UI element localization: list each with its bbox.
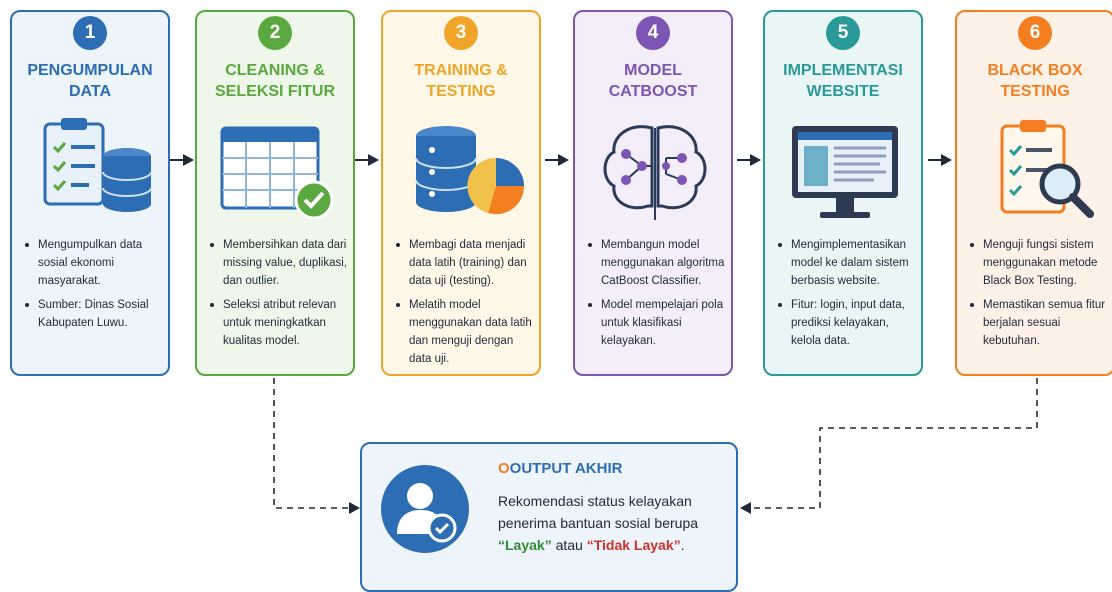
arrow-right-icon (355, 154, 379, 166)
step-card-training-testing: 3 TRAINING &TESTING Membagi data menjadi… (381, 10, 541, 376)
step-number-badge: 2 (258, 16, 292, 50)
step-number-badge: 1 (73, 16, 107, 50)
bullet-item: Membangun model menggunakan algoritma Ca… (587, 236, 725, 290)
arrow-right-icon (928, 154, 952, 166)
step-number-badge: 4 (636, 16, 670, 50)
bullet-item: Membagi data menjadi data latih (trainin… (395, 236, 533, 290)
connector-arrowhead-right (740, 502, 751, 514)
bullet-item: Mengimplementasikan model ke dalam siste… (777, 236, 915, 290)
bullet-item: Seleksi atribut relevan untuk meningkatk… (209, 296, 347, 350)
step-bullets: Membersihkan data dari missing value, du… (209, 236, 347, 356)
monitor-website-icon (792, 126, 898, 218)
step-bullets: Membagi data menjadi data latih (trainin… (395, 236, 533, 374)
output-description: Rekomendasi status kelayakan penerima ba… (498, 493, 699, 553)
connector-step6-to-output (750, 378, 1038, 509)
clipboard-magnifier-icon (1000, 120, 1094, 218)
bullet-item: Fitur: login, input data, prediksi kelay… (777, 296, 915, 350)
step-bullets: Membangun model menggunakan algoritma Ca… (587, 236, 725, 356)
layak-label: Layak (505, 537, 545, 553)
tidak-layak-label: Tidak Layak (593, 537, 674, 553)
arrow-right-icon (170, 154, 194, 166)
connector-step2-to-output (273, 378, 350, 509)
step-title: CLEANING &SELEKSI FITUR (214, 62, 335, 100)
step-bullets: Mengumpulkan data sosial ekonomi masyara… (24, 236, 162, 338)
step-number-badge: 5 (826, 16, 860, 50)
bullet-item: Mengumpulkan data sosial ekonomi masyara… (24, 236, 162, 290)
output-title: OOUTPUT AKHIR (498, 460, 623, 477)
output-akhir-box: OOUTPUT AKHIR Rekomendasi status kelayak… (360, 442, 738, 592)
bullet-item: Membersihkan data dari missing value, du… (209, 236, 347, 290)
clipboard-database-icon (43, 118, 152, 212)
table-check-icon (220, 126, 334, 220)
database-pie-icon (415, 126, 525, 215)
bullet-item: Menguji fungsi sistem menggunakan metode… (969, 236, 1107, 290)
step-bullets: Menguji fungsi sistem menggunakan metode… (969, 236, 1107, 356)
step-title: TRAINING &TESTING (414, 62, 508, 100)
arrow-right-icon (737, 154, 761, 166)
bullet-item: Model mempelajari pola untuk klasifikasi… (587, 296, 725, 350)
arrow-right-icon (545, 154, 569, 166)
step-number-badge: 3 (444, 16, 478, 50)
bullet-item: Memastikan semua fitur berjalan sesuai k… (969, 296, 1107, 350)
step-card-cleaning-seleksi-fitur: 2 CLEANING &SELEKSI FITUR Membersihkan d… (195, 10, 355, 376)
bullet-item: Melatih model menggunakan data latih dan… (395, 296, 533, 368)
brain-network-icon (603, 125, 707, 220)
connector-lines (273, 378, 1038, 514)
step-bullets: Mengimplementasikan model ke dalam siste… (777, 236, 915, 356)
user-check-icon (381, 465, 469, 553)
bullet-item: Sumber: Dinas Sosial Kabupaten Luwu. (24, 296, 162, 332)
step-number-badge: 6 (1018, 16, 1052, 50)
connector-arrowhead-left (349, 502, 360, 514)
